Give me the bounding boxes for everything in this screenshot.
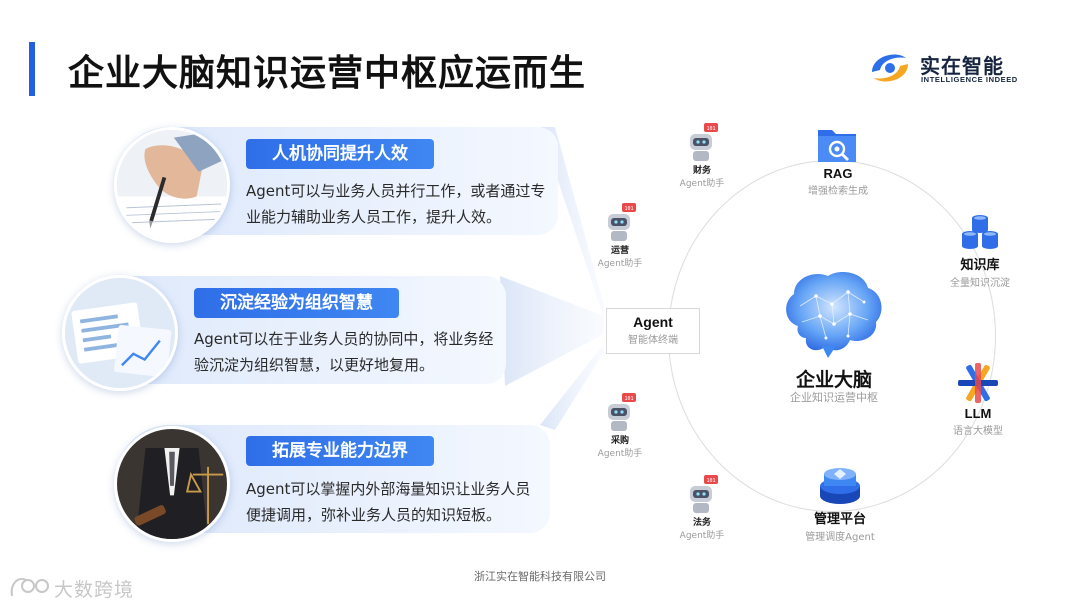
bot-finance-sub: Agent助手 <box>679 179 725 189</box>
folder-search-icon <box>818 130 856 162</box>
llm-spark-icon <box>958 363 998 403</box>
title-accent-bar <box>29 42 35 96</box>
bot-procurement-sub: Agent助手 <box>597 449 643 459</box>
brain-icon <box>786 272 882 358</box>
logo-english: INTELLIGENCE INDEED <box>921 75 1018 84</box>
desc-wisdom: Agent可以在于业务人员的协同中，将业务经验沉淀为组织智慧，以更好地复用。 <box>194 330 494 374</box>
bot-legal-label: 法务 <box>692 518 711 528</box>
bot-legal: 101 法务 Agent助手 <box>672 474 732 541</box>
robot-icon: 101 <box>690 475 718 513</box>
rag-sub: 增强检索生成 <box>808 186 868 197</box>
node-llm: LLM 语言大模型 <box>938 360 1018 437</box>
platform-label: 管理平台 <box>813 511 866 526</box>
svg-text:101: 101 <box>624 396 633 402</box>
platform-stack-icon <box>820 468 860 504</box>
agent-subtitle: 智能体终端 <box>628 335 678 346</box>
photo-documents <box>62 275 178 391</box>
rag-label: RAG <box>823 166 853 181</box>
platform-sub: 管理调度Agent <box>805 532 875 543</box>
llm-sub: 语言大模型 <box>953 426 1003 437</box>
footer-company: 浙江实在智能科技有限公司 <box>474 570 606 583</box>
hub-title: 企业大脑 <box>795 369 872 391</box>
svg-text:101: 101 <box>624 206 633 212</box>
tag-efficiency: 人机协同提升人效 <box>246 139 434 169</box>
bot-finance: 101 财务 Agent助手 <box>672 122 732 189</box>
bot-operations: 101 运营 Agent助手 <box>590 202 650 269</box>
bot-finance-label: 财务 <box>692 166 711 176</box>
desc-capability: Agent可以掌握内外部海量知识让业务人员便捷调用，弥补业务人员的知识短板。 <box>246 480 531 524</box>
tag-capability: 拓展专业能力边界 <box>246 436 434 466</box>
svg-text:101: 101 <box>706 478 715 484</box>
page-title: 企业大脑知识运营中枢应运而生 <box>68 53 587 94</box>
node-management-platform: 管理平台 管理调度Agent <box>790 464 890 543</box>
agent-title: Agent <box>633 314 673 330</box>
agent-terminal-box: Agent 智能体终端 <box>606 308 700 354</box>
robot-icon: 101 <box>608 393 636 431</box>
bot-operations-sub: Agent助手 <box>597 259 643 269</box>
beam-bottom <box>540 344 604 430</box>
kb-label: 知识库 <box>960 257 1000 272</box>
svg-text:101: 101 <box>706 126 715 132</box>
bot-procurement-label: 采购 <box>610 436 629 446</box>
node-rag: RAG 增强检索生成 <box>796 122 880 197</box>
logo-name: 实在智能 <box>920 54 1004 78</box>
llm-label: LLM <box>964 406 992 421</box>
bot-operations-label: 运营 <box>610 246 629 256</box>
tag-wisdom: 沉淀经验为组织智慧 <box>194 288 399 318</box>
bot-legal-sub: Agent助手 <box>679 531 725 541</box>
watermark-text: 大数跨境 <box>54 579 135 601</box>
node-knowledge-base: 知识库 全量知识沉淀 <box>938 210 1022 289</box>
bot-procurement: 101 采购 Agent助手 <box>590 392 650 459</box>
robot-icon: 101 <box>608 203 636 241</box>
photo-writing-hand <box>114 127 230 243</box>
company-logo: 实在智能 INTELLIGENCE INDEED <box>866 48 1026 88</box>
photo-lawyer-scales <box>114 426 230 542</box>
robot-icon: 101 <box>690 123 718 161</box>
logo-mark-icon <box>872 54 908 82</box>
beam-mid <box>500 276 604 386</box>
desc-efficiency: Agent可以与业务人员并行工作，或者通过专业能力辅助业务人员工作，提升人效。 <box>246 182 546 226</box>
kb-sub: 全量知识沉淀 <box>950 278 1010 289</box>
watermark-logo-icon <box>10 578 49 597</box>
hub-subtitle: 企业知识运营中枢 <box>790 391 878 404</box>
database-icon <box>962 215 998 249</box>
